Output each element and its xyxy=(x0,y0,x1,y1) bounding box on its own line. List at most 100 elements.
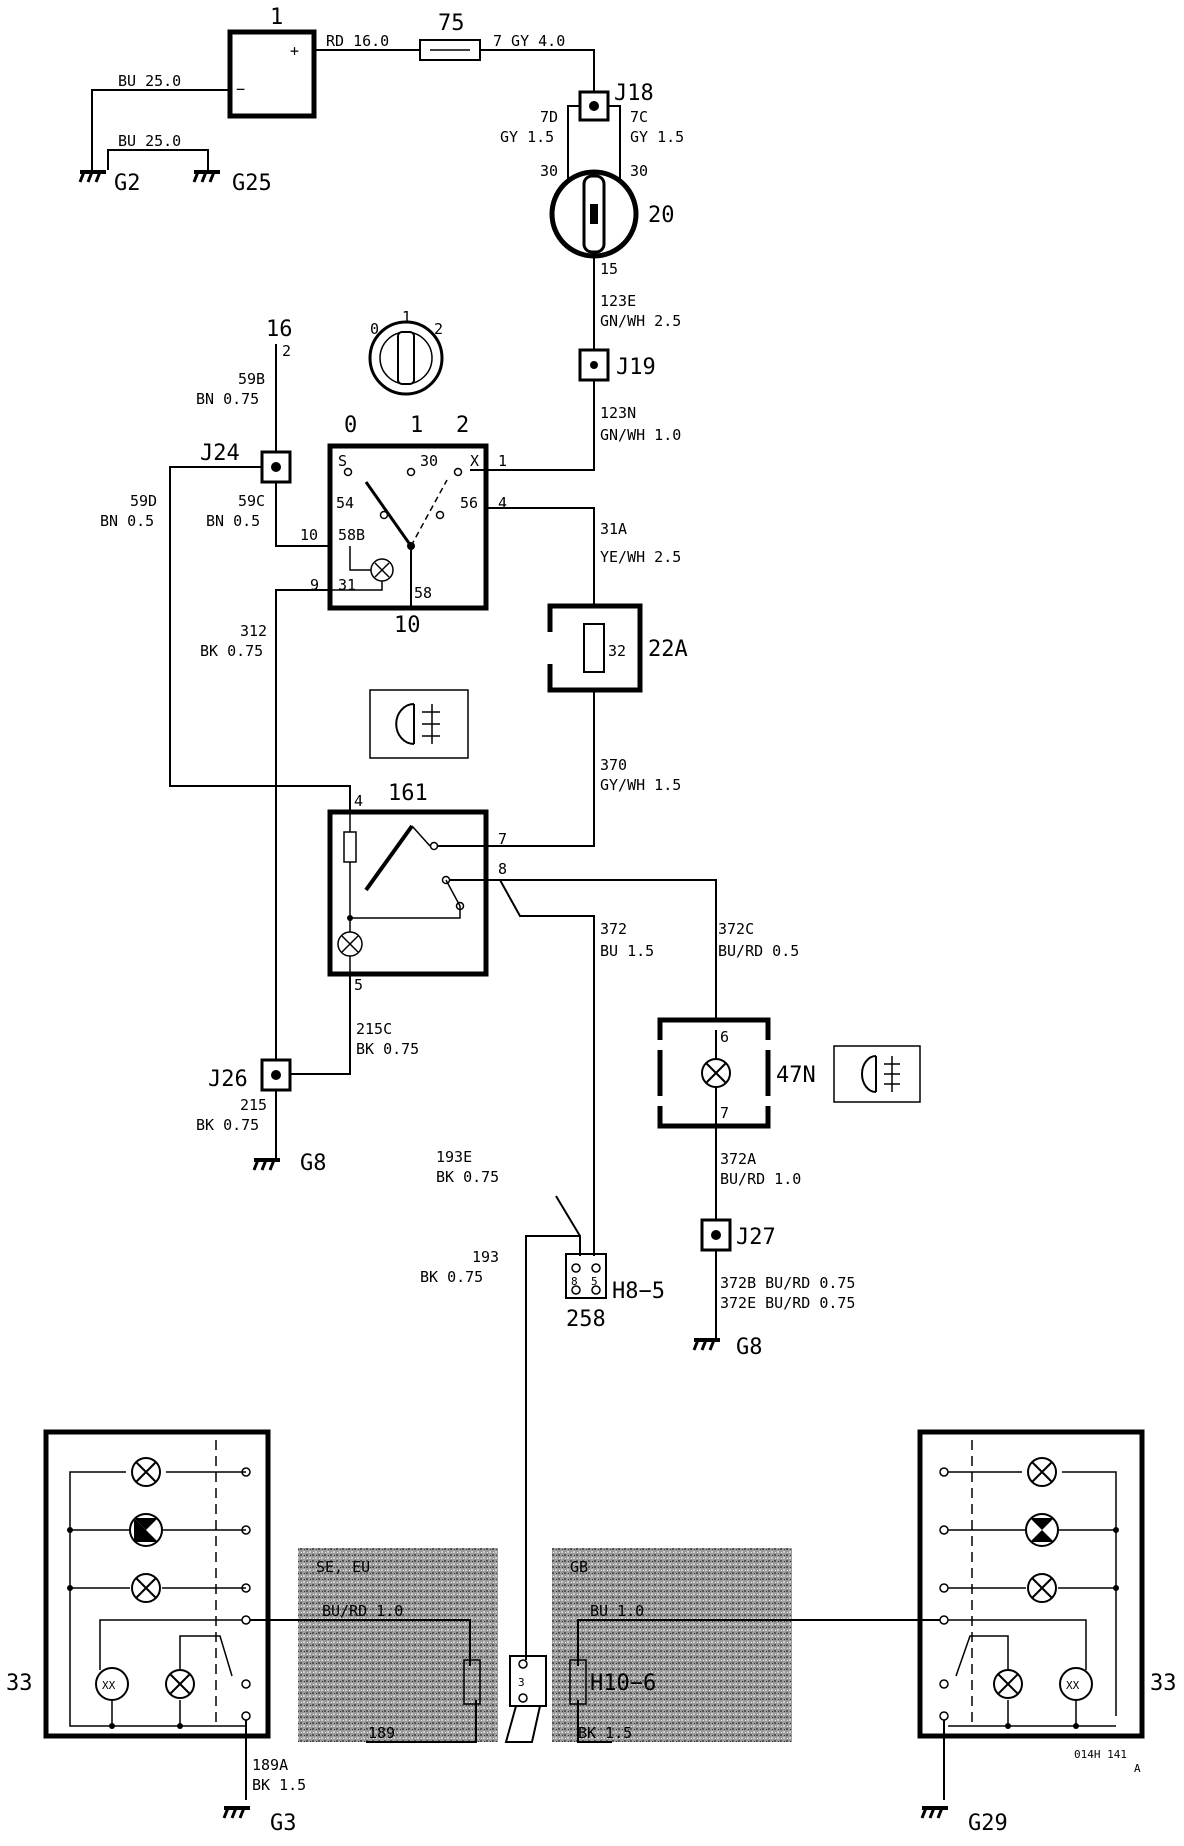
svg-text:J19: J19 xyxy=(616,355,656,380)
connector-258: 8 5 H8−5 258 xyxy=(565,1253,665,1332)
fog-lamp-47n: 6 7 47N xyxy=(657,1017,816,1129)
svg-text:1: 1 xyxy=(402,308,411,326)
svg-text:GN/WH 1.0: GN/WH 1.0 xyxy=(600,426,681,444)
svg-text:2: 2 xyxy=(456,413,469,438)
fuse-75: 75 xyxy=(419,11,481,61)
svg-text:10: 10 xyxy=(394,613,421,638)
junction-j19: J19 xyxy=(578,348,656,382)
svg-text:47N: 47N xyxy=(776,1063,816,1088)
wire-w4: BU 25.0 xyxy=(118,132,181,150)
svg-text:G3: G3 xyxy=(270,1811,297,1836)
svg-text:193: 193 xyxy=(472,1248,499,1266)
svg-text:8: 8 xyxy=(498,860,507,878)
svg-text:BK 0.75: BK 0.75 xyxy=(356,1040,419,1058)
svg-text:J18: J18 xyxy=(614,81,654,106)
svg-text:20: 20 xyxy=(648,203,675,228)
svg-text:32: 32 xyxy=(608,642,626,660)
svg-text:372E BU/RD 0.75: 372E BU/RD 0.75 xyxy=(720,1294,855,1312)
svg-text:372C: 372C xyxy=(718,920,754,938)
rear-lamp-left-33: 33 XX xyxy=(6,1429,271,1739)
knob-symbol: 0 1 2 xyxy=(368,308,444,396)
svg-text:3: 3 xyxy=(518,1676,525,1689)
wire-w3: BU 25.0 xyxy=(118,72,181,90)
reference-sub: A xyxy=(1134,1762,1141,1775)
svg-text:S: S xyxy=(338,452,347,470)
svg-text:258: 258 xyxy=(566,1307,606,1332)
ground-g25 xyxy=(192,170,222,184)
battery: 1 + − xyxy=(227,5,317,119)
svg-text:189A: 189A xyxy=(252,1756,288,1774)
svg-text:J27: J27 xyxy=(736,1225,776,1250)
svg-text:215: 215 xyxy=(240,1096,267,1114)
svg-text:4: 4 xyxy=(498,494,507,512)
svg-text:J26: J26 xyxy=(208,1067,248,1092)
svg-text:31A: 31A xyxy=(600,520,627,538)
svg-text:30: 30 xyxy=(420,452,438,470)
junction-j26: J26 xyxy=(208,1058,292,1092)
svg-text:BN 0.75: BN 0.75 xyxy=(196,390,259,408)
svg-text:G2: G2 xyxy=(114,171,141,196)
svg-text:BU/RD 1.0: BU/RD 1.0 xyxy=(322,1602,403,1620)
svg-text:215C: 215C xyxy=(356,1020,392,1038)
svg-text:GY 1.5: GY 1.5 xyxy=(630,128,684,146)
svg-text:312: 312 xyxy=(240,622,267,640)
svg-text:SE, EU: SE, EU xyxy=(316,1558,370,1576)
svg-text:J24: J24 xyxy=(200,441,240,466)
battery-minus: − xyxy=(236,80,245,98)
svg-text:4: 4 xyxy=(354,792,363,810)
svg-text:GY 1.5: GY 1.5 xyxy=(500,128,554,146)
wire-w2: 7 GY 4.0 xyxy=(493,32,565,50)
svg-text:BK 1.5: BK 1.5 xyxy=(578,1724,632,1742)
svg-text:BK 1.5: BK 1.5 xyxy=(252,1776,306,1794)
svg-text:33: 33 xyxy=(1150,1671,1177,1696)
fog-lamp-symbol-right xyxy=(833,1045,921,1103)
svg-text:123N: 123N xyxy=(600,404,636,422)
svg-text:30: 30 xyxy=(540,162,558,180)
svg-text:5: 5 xyxy=(591,1275,598,1288)
svg-text:GN/WH 2.5: GN/WH 2.5 xyxy=(600,312,681,330)
svg-text:BU/RD 1.0: BU/RD 1.0 xyxy=(720,1170,801,1188)
ground-g8-right xyxy=(692,1338,722,1352)
svg-text:123E: 123E xyxy=(600,292,636,310)
wire-w1: RD 16.0 xyxy=(326,32,389,50)
svg-text:370: 370 xyxy=(600,756,627,774)
connector-h10-6: 3 H10−6 xyxy=(463,1655,656,1707)
svg-text:0: 0 xyxy=(370,320,379,338)
svg-text:22A: 22A xyxy=(648,637,688,662)
ground-g29 xyxy=(920,1806,950,1820)
svg-text:2: 2 xyxy=(434,320,443,338)
svg-text:59D: 59D xyxy=(130,492,157,510)
svg-text:BU/RD 0.5: BU/RD 0.5 xyxy=(718,942,799,960)
connector-16: 16 xyxy=(266,317,293,342)
svg-text:58: 58 xyxy=(414,584,432,602)
svg-text:10: 10 xyxy=(300,526,318,544)
fog-switch-161: 161 4 7 8 5 xyxy=(327,781,507,994)
svg-text:BK 0.75: BK 0.75 xyxy=(436,1168,499,1186)
svg-text:H10−6: H10−6 xyxy=(590,1671,656,1696)
svg-text:BU 1.0: BU 1.0 xyxy=(590,1602,644,1620)
svg-text:1: 1 xyxy=(410,413,423,438)
svg-text:GB: GB xyxy=(570,1558,588,1576)
battery-id: 1 xyxy=(270,5,283,30)
ground-g3 xyxy=(222,1806,252,1820)
svg-text:YE/WH 2.5: YE/WH 2.5 xyxy=(600,548,681,566)
svg-text:G8: G8 xyxy=(300,1151,327,1176)
rear-lamp-right-33: 33 XX xyxy=(917,1429,1177,1739)
svg-text:7: 7 xyxy=(498,830,507,848)
junction-j27: J27 xyxy=(700,1218,776,1252)
svg-text:X: X xyxy=(470,452,479,470)
svg-text:GY/WH 1.5: GY/WH 1.5 xyxy=(600,776,681,794)
region-se-eu xyxy=(298,1548,498,1742)
svg-text:XX: XX xyxy=(102,1679,116,1692)
svg-text:372: 372 xyxy=(600,920,627,938)
svg-text:8: 8 xyxy=(571,1275,578,1288)
svg-text:5: 5 xyxy=(354,976,363,994)
svg-text:G29: G29 xyxy=(968,1811,1008,1836)
svg-text:30: 30 xyxy=(630,162,648,180)
svg-text:H8−5: H8−5 xyxy=(612,1279,665,1304)
svg-text:189: 189 xyxy=(368,1724,395,1742)
svg-text:59B: 59B xyxy=(238,370,265,388)
svg-text:15: 15 xyxy=(600,260,618,278)
light-switch-10: 0 1 2 S X 30 54 56 58B 31 58 1 4 10 9 10 xyxy=(300,413,507,638)
